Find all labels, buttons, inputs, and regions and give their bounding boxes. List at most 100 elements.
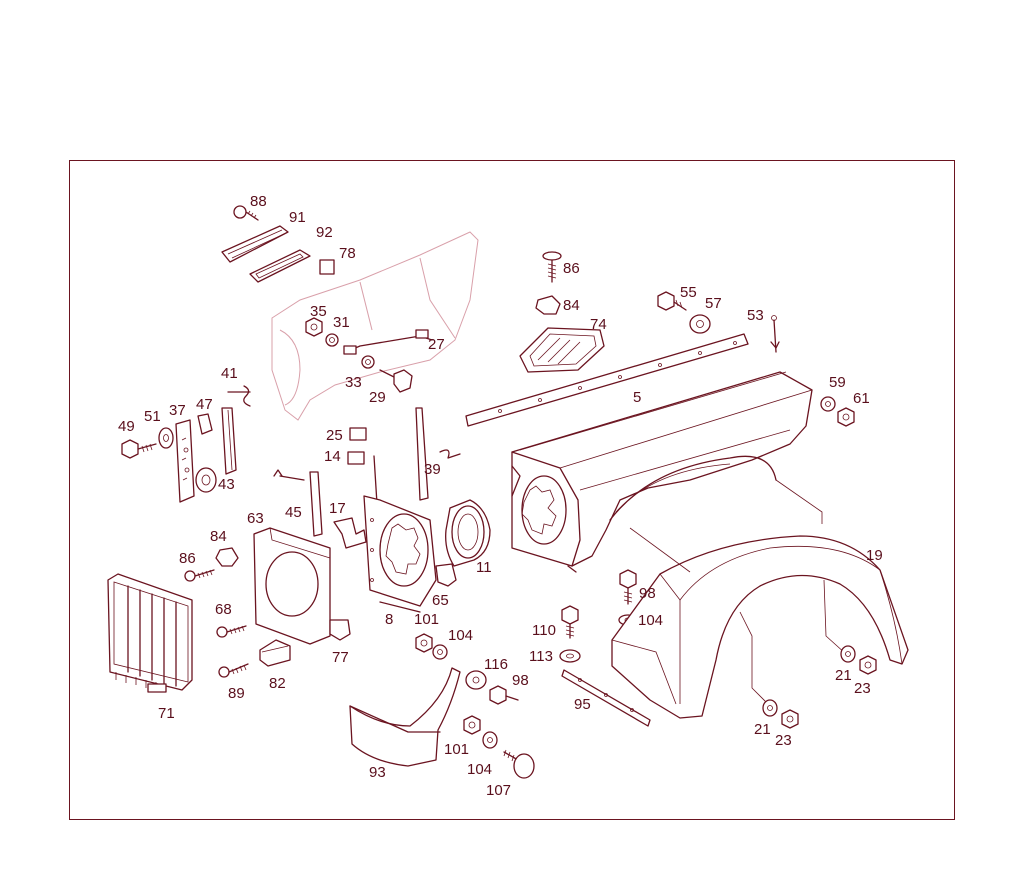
part-21-washer-lower — [762, 699, 778, 717]
part-89-screw — [218, 663, 249, 678]
part-63-lamp-surround — [253, 527, 331, 645]
label-47: 47 — [196, 396, 213, 413]
label-84-top: 84 — [563, 297, 580, 314]
label-98-mid: 98 — [639, 585, 656, 602]
label-27: 27 — [428, 336, 445, 353]
label-65: 65 — [432, 592, 449, 609]
label-31: 31 — [333, 314, 350, 331]
label-104-upper: 104 — [448, 627, 473, 644]
part-104-washer-upper — [432, 644, 448, 660]
part-77-clip — [329, 619, 351, 641]
part-8-housing-panel — [363, 495, 437, 613]
label-25: 25 — [326, 427, 343, 444]
part-116-washer — [465, 670, 487, 690]
part-45-rail — [273, 469, 323, 537]
label-33: 33 — [345, 374, 362, 391]
part-84-clip-left — [215, 547, 239, 567]
label-95: 95 — [574, 696, 591, 713]
part-68-screw — [216, 625, 247, 638]
label-17: 17 — [329, 500, 346, 517]
label-63: 63 — [247, 510, 264, 527]
part-113-washer — [559, 649, 581, 663]
label-91: 91 — [289, 209, 306, 226]
label-98-lower: 98 — [512, 672, 529, 689]
part-23-nut-right — [859, 655, 877, 675]
label-104-mid: 104 — [638, 612, 663, 629]
label-68: 68 — [215, 601, 232, 618]
label-104-lower: 104 — [467, 761, 492, 778]
label-41: 41 — [221, 365, 238, 382]
label-23-right: 23 — [854, 680, 871, 697]
label-59: 59 — [829, 374, 846, 391]
part-95-strip — [561, 669, 651, 727]
ghost-body-outline — [271, 231, 479, 421]
part-82-cap — [259, 639, 291, 667]
label-51: 51 — [144, 408, 161, 425]
part-98-bolt-lower — [489, 685, 519, 705]
part-71-grille — [107, 573, 193, 693]
part-57-washer — [689, 314, 711, 334]
label-57: 57 — [705, 295, 722, 312]
part-104-washer-lower — [482, 731, 498, 749]
label-61: 61 — [853, 390, 870, 407]
label-21-lower: 21 — [754, 721, 771, 738]
label-8: 8 — [385, 611, 393, 628]
part-74-vent-grille — [519, 327, 605, 373]
part-61-nut — [837, 407, 855, 427]
label-53: 53 — [747, 307, 764, 324]
label-78: 78 — [339, 245, 356, 262]
part-17-bracket — [333, 517, 367, 549]
part-47-clip — [197, 413, 213, 435]
part-98-bolt-mid — [619, 569, 637, 605]
part-86-screw-top — [542, 251, 562, 283]
label-89: 89 — [228, 685, 245, 702]
part-35-nut — [305, 317, 323, 337]
label-92: 92 — [316, 224, 333, 241]
label-77: 77 — [332, 649, 349, 666]
part-fender-body — [511, 371, 813, 573]
part-59-washer — [820, 396, 836, 412]
part-41-bracket — [221, 385, 251, 475]
label-116: 116 — [484, 656, 508, 673]
label-14: 14 — [324, 448, 341, 465]
label-55: 55 — [680, 284, 697, 301]
part-19-wheel-arch-flare — [611, 535, 909, 719]
part-21-washer-right — [840, 645, 856, 663]
label-74: 74 — [590, 316, 607, 333]
label-84-left: 84 — [210, 528, 227, 545]
part-110-bolt — [561, 605, 579, 639]
part-84-clip-top — [535, 295, 561, 315]
label-21-right: 21 — [835, 667, 852, 684]
label-23-lower: 23 — [775, 732, 792, 749]
part-33-washer — [361, 355, 375, 369]
label-88: 88 — [250, 193, 267, 210]
label-101-upper: 101 — [414, 611, 439, 628]
label-29: 29 — [369, 389, 386, 406]
leader-lines — [629, 479, 847, 707]
part-23-nut-lower — [781, 709, 799, 729]
diagram-frame — [69, 160, 955, 820]
part-91-trim-strip — [221, 225, 289, 263]
part-5-top-strip — [465, 333, 749, 427]
part-29-bolt — [379, 369, 413, 393]
part-92-gasket — [249, 249, 311, 283]
label-5: 5 — [633, 389, 641, 406]
label-101-lower: 101 — [444, 741, 469, 758]
part-31-washer — [325, 333, 339, 347]
part-51-washer — [158, 427, 174, 449]
label-39: 39 — [424, 461, 441, 478]
part-53-pin — [770, 315, 780, 353]
part-107-bolt — [503, 749, 535, 779]
part-93-mud-flap — [349, 667, 461, 767]
label-35: 35 — [310, 303, 327, 320]
part-65-clip — [435, 563, 457, 587]
part-101-nut-lower — [463, 715, 481, 735]
part-25-clip — [349, 427, 367, 441]
part-43-grommet — [195, 467, 217, 493]
part-27-rod — [343, 329, 433, 355]
label-43: 43 — [218, 476, 235, 493]
label-19: 19 — [866, 547, 883, 564]
label-86-top: 86 — [563, 260, 580, 277]
label-11: 11 — [476, 559, 492, 576]
